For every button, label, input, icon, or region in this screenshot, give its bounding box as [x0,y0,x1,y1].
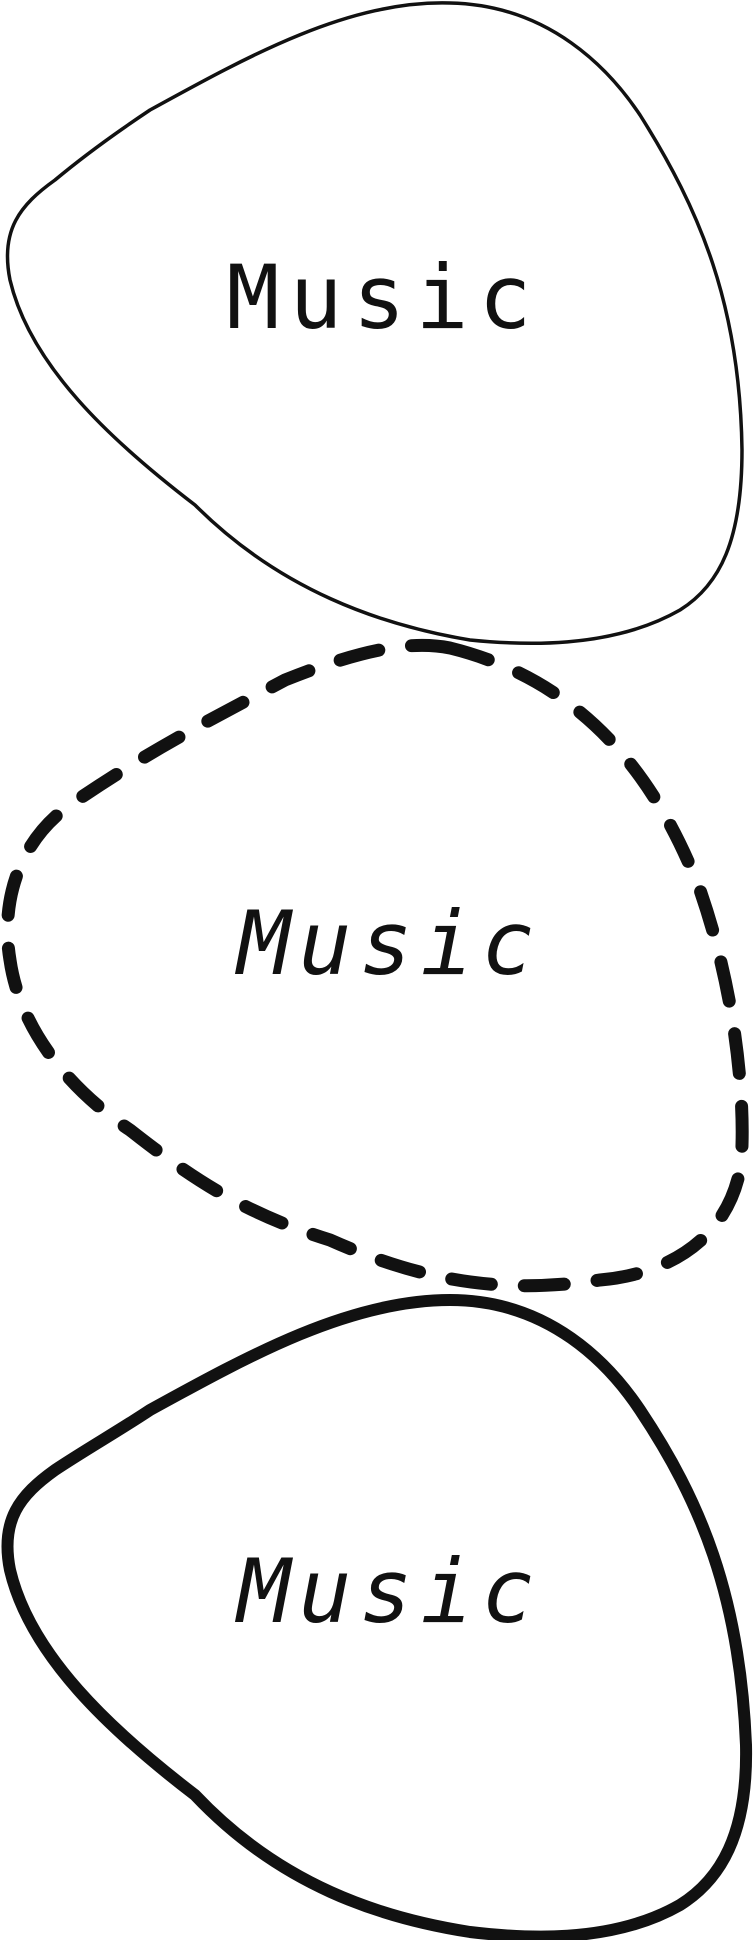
badge-label-thin: Music [227,246,542,349]
badge-outline-thin [5,1,744,646]
music-badge-thin: Music [5,1,744,646]
badge-label-bold: Music [235,1540,543,1643]
music-badge-dashed: Music [1,638,749,1293]
badge-outline-bold [1,1294,753,1940]
music-badge-bold: Music [1,1294,753,1940]
badge-outline-dashed [1,638,749,1293]
badge-label-dashed: Music [235,892,543,995]
